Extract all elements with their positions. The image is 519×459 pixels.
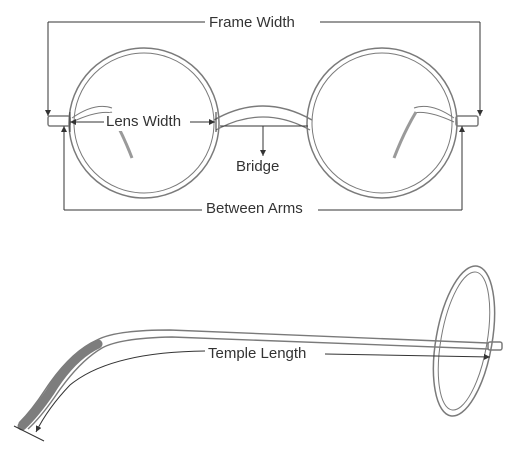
between-arms-label: Between Arms	[204, 200, 305, 218]
between-arms-dimension	[61, 126, 465, 211]
right-lens	[306, 47, 458, 199]
bridge-dimension	[220, 125, 308, 156]
left-hinge	[47, 115, 71, 127]
bridge-label: Bridge	[234, 158, 282, 176]
bridge-shape	[213, 105, 313, 121]
side-hinge	[487, 341, 503, 351]
frame-width-dimension	[45, 21, 483, 116]
temple-length-dimension	[13, 350, 491, 442]
temple-length-label: Temple Length	[206, 345, 309, 363]
frame-width-label: Frame Width	[207, 14, 297, 32]
side-view-glasses	[17, 265, 503, 431]
lens-width-dimension	[69, 112, 217, 132]
right-nose-arm	[392, 111, 418, 159]
left-lens	[68, 47, 220, 199]
front-view-glasses	[47, 47, 479, 199]
lens-width-label: Lens Width	[104, 113, 184, 131]
side-lens	[432, 265, 496, 417]
temple-tip	[17, 339, 103, 431]
right-hinge	[455, 115, 479, 127]
